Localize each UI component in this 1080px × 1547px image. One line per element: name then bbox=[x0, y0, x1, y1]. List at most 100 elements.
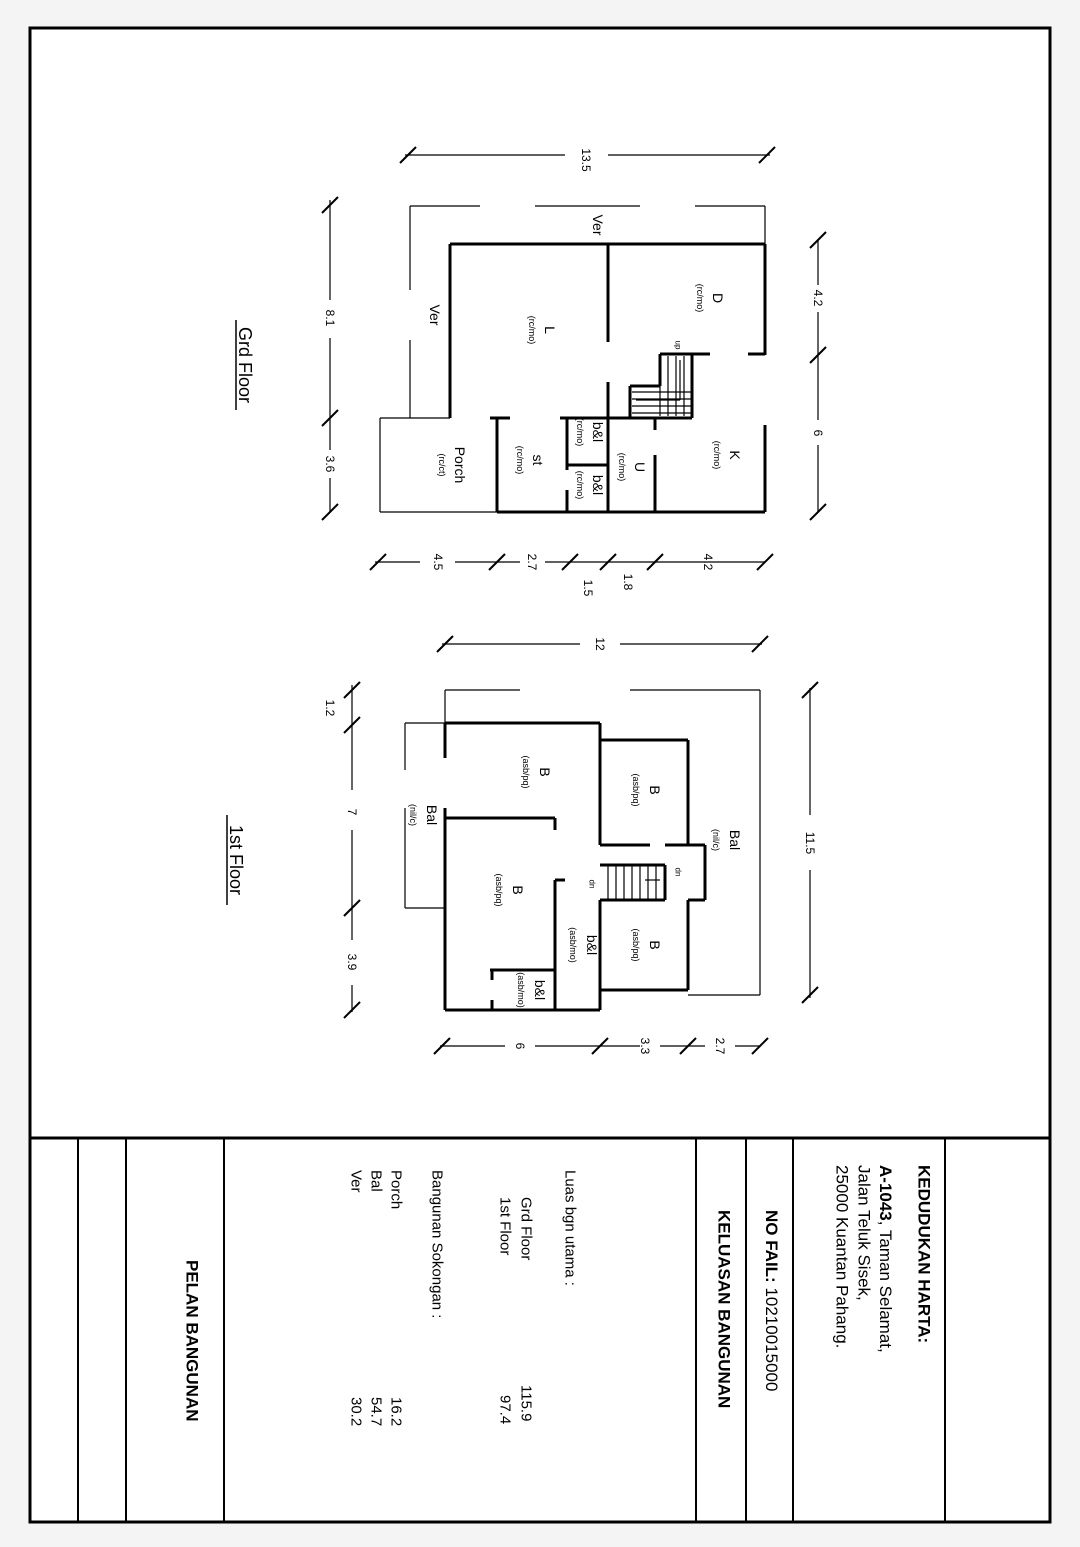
dimension-label: 6 bbox=[513, 1043, 527, 1050]
dimension-label: 7 bbox=[345, 809, 359, 816]
room-finish: (asb/pq) bbox=[631, 928, 641, 961]
room-finish: (asb/mo) bbox=[516, 972, 526, 1008]
area-label: Grd Floor bbox=[518, 1197, 535, 1260]
address-line-1-part: , Taman Selamat, bbox=[877, 1221, 896, 1353]
plan-linework bbox=[30, 146, 1050, 1522]
dimension-tick bbox=[561, 553, 579, 571]
room-name: B bbox=[510, 885, 526, 894]
dimension-tick bbox=[758, 146, 776, 164]
room-name: U bbox=[632, 462, 648, 472]
room-name: b&l bbox=[590, 475, 606, 495]
dimension-tick bbox=[343, 716, 361, 734]
dimension-tick bbox=[369, 553, 387, 571]
dimension-tick bbox=[433, 1037, 451, 1055]
area-value: 16.2 bbox=[388, 1397, 405, 1426]
dimension-tick bbox=[809, 503, 827, 521]
room-finish: (rc/mo) bbox=[617, 453, 627, 482]
dimension-tick bbox=[801, 986, 819, 1004]
dimension-tick bbox=[343, 681, 361, 699]
dimension-tick bbox=[646, 553, 664, 571]
dimension-label: 12 bbox=[593, 637, 607, 651]
stair-label: dn bbox=[588, 880, 597, 889]
floor-title: Grd Floor bbox=[235, 327, 255, 403]
dimension-tick bbox=[801, 681, 819, 699]
room-name: b&l bbox=[584, 935, 600, 955]
room-finish: (rc/mo) bbox=[575, 471, 585, 500]
dimension-tick bbox=[756, 553, 774, 571]
room-name: K bbox=[727, 450, 743, 460]
area-value: 115.9 bbox=[518, 1385, 535, 1421]
file-number-part: 10210015000 bbox=[763, 1283, 782, 1392]
room-finish: (asb/pq) bbox=[631, 773, 641, 806]
dimension-tick bbox=[809, 346, 827, 364]
area-label: Bal bbox=[368, 1170, 385, 1192]
dimension-tick bbox=[751, 635, 769, 653]
dimension-tick bbox=[809, 231, 827, 249]
dimension-label: 2.7 bbox=[713, 1038, 727, 1055]
room-name: Ver bbox=[590, 214, 606, 235]
stair-label: dn bbox=[674, 868, 683, 877]
dimension-label: 8.1 bbox=[323, 310, 337, 327]
address-line-2: Jalan Teluk Sisek, bbox=[855, 1165, 874, 1301]
room-name: B bbox=[647, 785, 663, 794]
room-finish: (nil/c) bbox=[408, 804, 418, 826]
dimension-tick bbox=[321, 196, 339, 214]
dimension-label: 4.2 bbox=[701, 554, 715, 571]
main-area-label: Luas bgn utama : bbox=[562, 1170, 579, 1286]
dimension-tick bbox=[679, 1037, 697, 1055]
dimension-label: 3.3 bbox=[638, 1038, 652, 1055]
file-number-part: NO FAIL: bbox=[763, 1210, 782, 1283]
address-line-3: 25000 Kuantan Pahang. bbox=[833, 1165, 852, 1348]
room-name: Bal bbox=[727, 830, 743, 850]
dimension-tick bbox=[436, 635, 454, 653]
dimension-tick bbox=[488, 553, 506, 571]
dimension-label: 1.2 bbox=[323, 700, 337, 717]
dimension-tick bbox=[399, 146, 417, 164]
dimension-tick bbox=[321, 409, 339, 427]
room-name: D bbox=[710, 293, 726, 303]
sheet-frame bbox=[28, 26, 1052, 1524]
room-name: B bbox=[537, 767, 553, 776]
address-line-1: A-1043, Taman Selamat, bbox=[877, 1165, 896, 1353]
dimension-label: 11.5 bbox=[803, 832, 817, 855]
room-name: st bbox=[530, 455, 546, 466]
room-finish: (rc/mo) bbox=[695, 284, 705, 313]
room-name: L bbox=[542, 326, 558, 334]
dimension-label: 13.5 bbox=[579, 148, 593, 172]
dimension-tick bbox=[343, 899, 361, 917]
dimension-label: 6 bbox=[811, 430, 825, 437]
plan-labels: KEDUDUKAN HARTA:A-1043, Taman Selamat,Ja… bbox=[183, 148, 934, 1426]
stair-label: up bbox=[674, 341, 683, 350]
room-finish: (asb/mo) bbox=[568, 927, 578, 963]
area-heading: KELUASAN BANGUNAN bbox=[715, 1210, 734, 1408]
room-finish: (rc/mo) bbox=[575, 418, 585, 447]
dimension-tick bbox=[343, 1001, 361, 1019]
dimension-tick bbox=[321, 503, 339, 521]
file-number: NO FAIL: 10210015000 bbox=[763, 1210, 782, 1391]
address-line-1-part: A-1043 bbox=[877, 1165, 896, 1221]
dimension-label: 2.7 bbox=[525, 554, 539, 571]
dimension-label: 4.2 bbox=[811, 290, 825, 307]
room-name: Bal bbox=[424, 805, 440, 825]
room-finish: (asb/pq) bbox=[494, 873, 504, 906]
dimension-label: 3.9 bbox=[345, 954, 359, 971]
area-value: 30.2 bbox=[348, 1397, 365, 1426]
area-label: Ver bbox=[348, 1170, 365, 1193]
room-finish: (rc/mo) bbox=[527, 316, 537, 345]
area-label: Porch bbox=[388, 1170, 405, 1209]
room-finish: (rc/mo) bbox=[515, 446, 525, 475]
dimension-label: 1.8 bbox=[621, 574, 635, 591]
room-name: B bbox=[647, 940, 663, 949]
room-finish: (nil/c) bbox=[711, 829, 721, 851]
area-label: 1st Floor bbox=[497, 1197, 514, 1255]
room-finish: (rc/mo) bbox=[712, 441, 722, 470]
room-finish: (asb/pq) bbox=[521, 755, 531, 788]
support-area-label: Bangunan Sokongan : bbox=[429, 1170, 446, 1318]
area-value: 54.7 bbox=[368, 1397, 385, 1426]
room-name: Porch bbox=[452, 447, 468, 484]
dimension-tick bbox=[599, 553, 617, 571]
room-name: b&l bbox=[532, 980, 548, 1000]
dimension-label: 4.5 bbox=[431, 554, 445, 571]
dimension-label: 1.5 bbox=[581, 580, 595, 597]
